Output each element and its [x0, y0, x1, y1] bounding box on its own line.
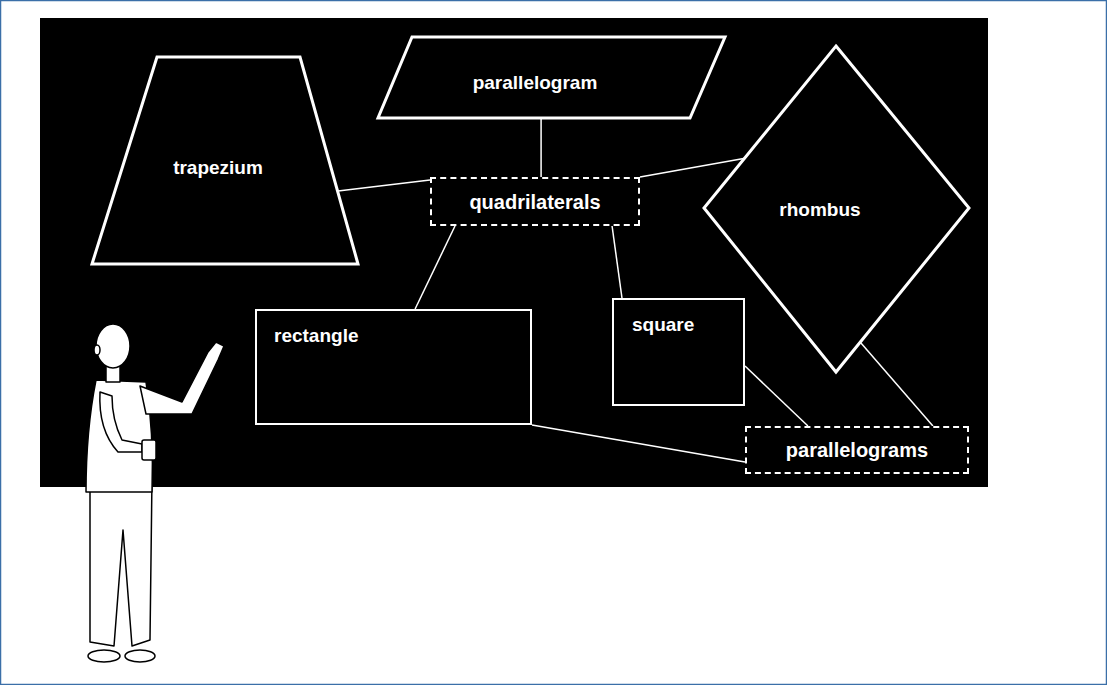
connector-line — [338, 180, 430, 191]
shape-label: square — [632, 314, 694, 337]
shape-label: parallelograms — [786, 438, 928, 462]
square-shape: square — [612, 298, 745, 406]
teacher-figure — [86, 324, 228, 662]
trapezium-shape: trapezium — [92, 57, 358, 264]
connector-line — [415, 226, 455, 309]
foot — [125, 650, 155, 662]
category-box: parallelograms — [745, 426, 969, 474]
category-box: quadrilaterals — [430, 177, 640, 226]
shape-label: rectangle — [274, 325, 358, 348]
shape-label: parallelogram — [473, 72, 598, 95]
raised-arm — [140, 342, 224, 414]
shape-label: rhombus — [779, 199, 860, 222]
foot — [88, 650, 120, 662]
connector-line — [860, 342, 933, 426]
blackboard — [40, 18, 988, 487]
connector-line — [532, 425, 745, 462]
chalk — [216, 334, 228, 342]
parallelogram-shape: parallelogram — [378, 37, 725, 118]
head — [96, 324, 130, 368]
rectangle-shape: rectangle — [255, 309, 532, 425]
trousers — [90, 478, 152, 646]
shape-label: trapezium — [173, 157, 263, 180]
shape-outline — [378, 37, 725, 118]
lower-arm — [100, 392, 142, 452]
cup — [142, 440, 156, 460]
shape-label: quadrilaterals — [469, 190, 600, 214]
connector-line — [540, 118, 542, 177]
ear — [94, 345, 100, 355]
connector-line — [640, 158, 745, 177]
shape-outline — [92, 57, 358, 264]
connector-line — [612, 226, 622, 298]
connector-line — [745, 366, 808, 426]
